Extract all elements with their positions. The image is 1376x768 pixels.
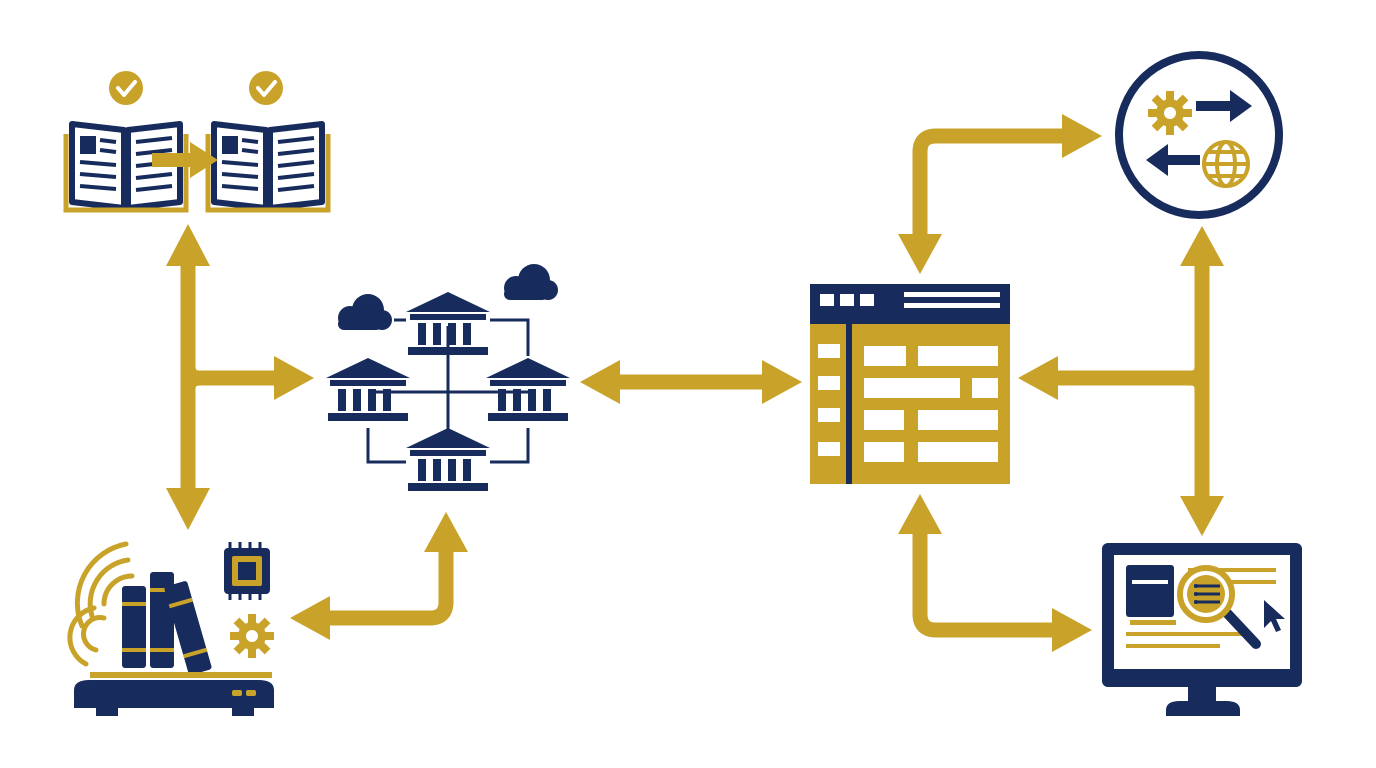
open-book-icon bbox=[208, 124, 328, 210]
right-arrow-icon bbox=[152, 142, 218, 178]
arrowhead-left-table bbox=[1018, 356, 1058, 400]
arrowhead-down-table-top bbox=[898, 234, 942, 274]
institution-building-icon bbox=[406, 428, 490, 491]
institution-building-icon bbox=[486, 358, 570, 421]
arrow-table-to-catalog bbox=[912, 530, 1052, 638]
node-data-table bbox=[810, 284, 1010, 484]
magnifier-icon bbox=[1177, 565, 1261, 649]
arrowhead-left-library bbox=[290, 596, 330, 640]
check-icon bbox=[247, 69, 285, 107]
arrow-left-to-network bbox=[180, 365, 278, 391]
arrowhead-left-network bbox=[580, 360, 620, 404]
arrowheads bbox=[166, 114, 1224, 652]
table-icon bbox=[818, 324, 998, 484]
node-library-network bbox=[326, 264, 570, 491]
arrowhead-up-exchange bbox=[1180, 226, 1224, 266]
arrowhead-down-library bbox=[166, 488, 210, 530]
cursor-icon bbox=[1264, 600, 1285, 632]
wireless-signal-icon bbox=[67, 541, 135, 667]
cloud-icon bbox=[338, 294, 392, 330]
exchange-arrows-icon bbox=[1146, 90, 1252, 176]
check-icon bbox=[107, 69, 145, 107]
arrow-table-to-exchange bbox=[912, 128, 1064, 236]
arrowhead-right-network bbox=[274, 356, 314, 400]
arrow-right-to-table bbox=[1056, 365, 1210, 391]
arrow-library-to-network bbox=[326, 550, 454, 626]
chip-icon bbox=[224, 542, 270, 600]
shelf-icon bbox=[74, 672, 274, 716]
document-preview bbox=[1126, 565, 1276, 648]
node-data-exchange bbox=[1115, 51, 1283, 219]
arrowhead-down-catalog bbox=[1180, 496, 1224, 536]
arrowhead-up-table-bottom bbox=[898, 494, 942, 534]
cloud-icon bbox=[504, 264, 558, 300]
book-stack-icon bbox=[122, 572, 212, 675]
arrowhead-up-books bbox=[166, 224, 210, 266]
institution-building-icon bbox=[326, 358, 410, 421]
node-smart-library bbox=[67, 541, 274, 716]
node-book-migration bbox=[66, 69, 328, 210]
globe-icon bbox=[1202, 140, 1250, 188]
arrowhead-right-catalog bbox=[1052, 608, 1092, 652]
node-catalog-search bbox=[1102, 543, 1302, 716]
connectors bbox=[180, 128, 1210, 638]
arrowhead-up-network bbox=[424, 512, 468, 552]
arrowhead-right-exchange bbox=[1062, 114, 1102, 158]
arrowhead-right-table bbox=[762, 360, 802, 404]
